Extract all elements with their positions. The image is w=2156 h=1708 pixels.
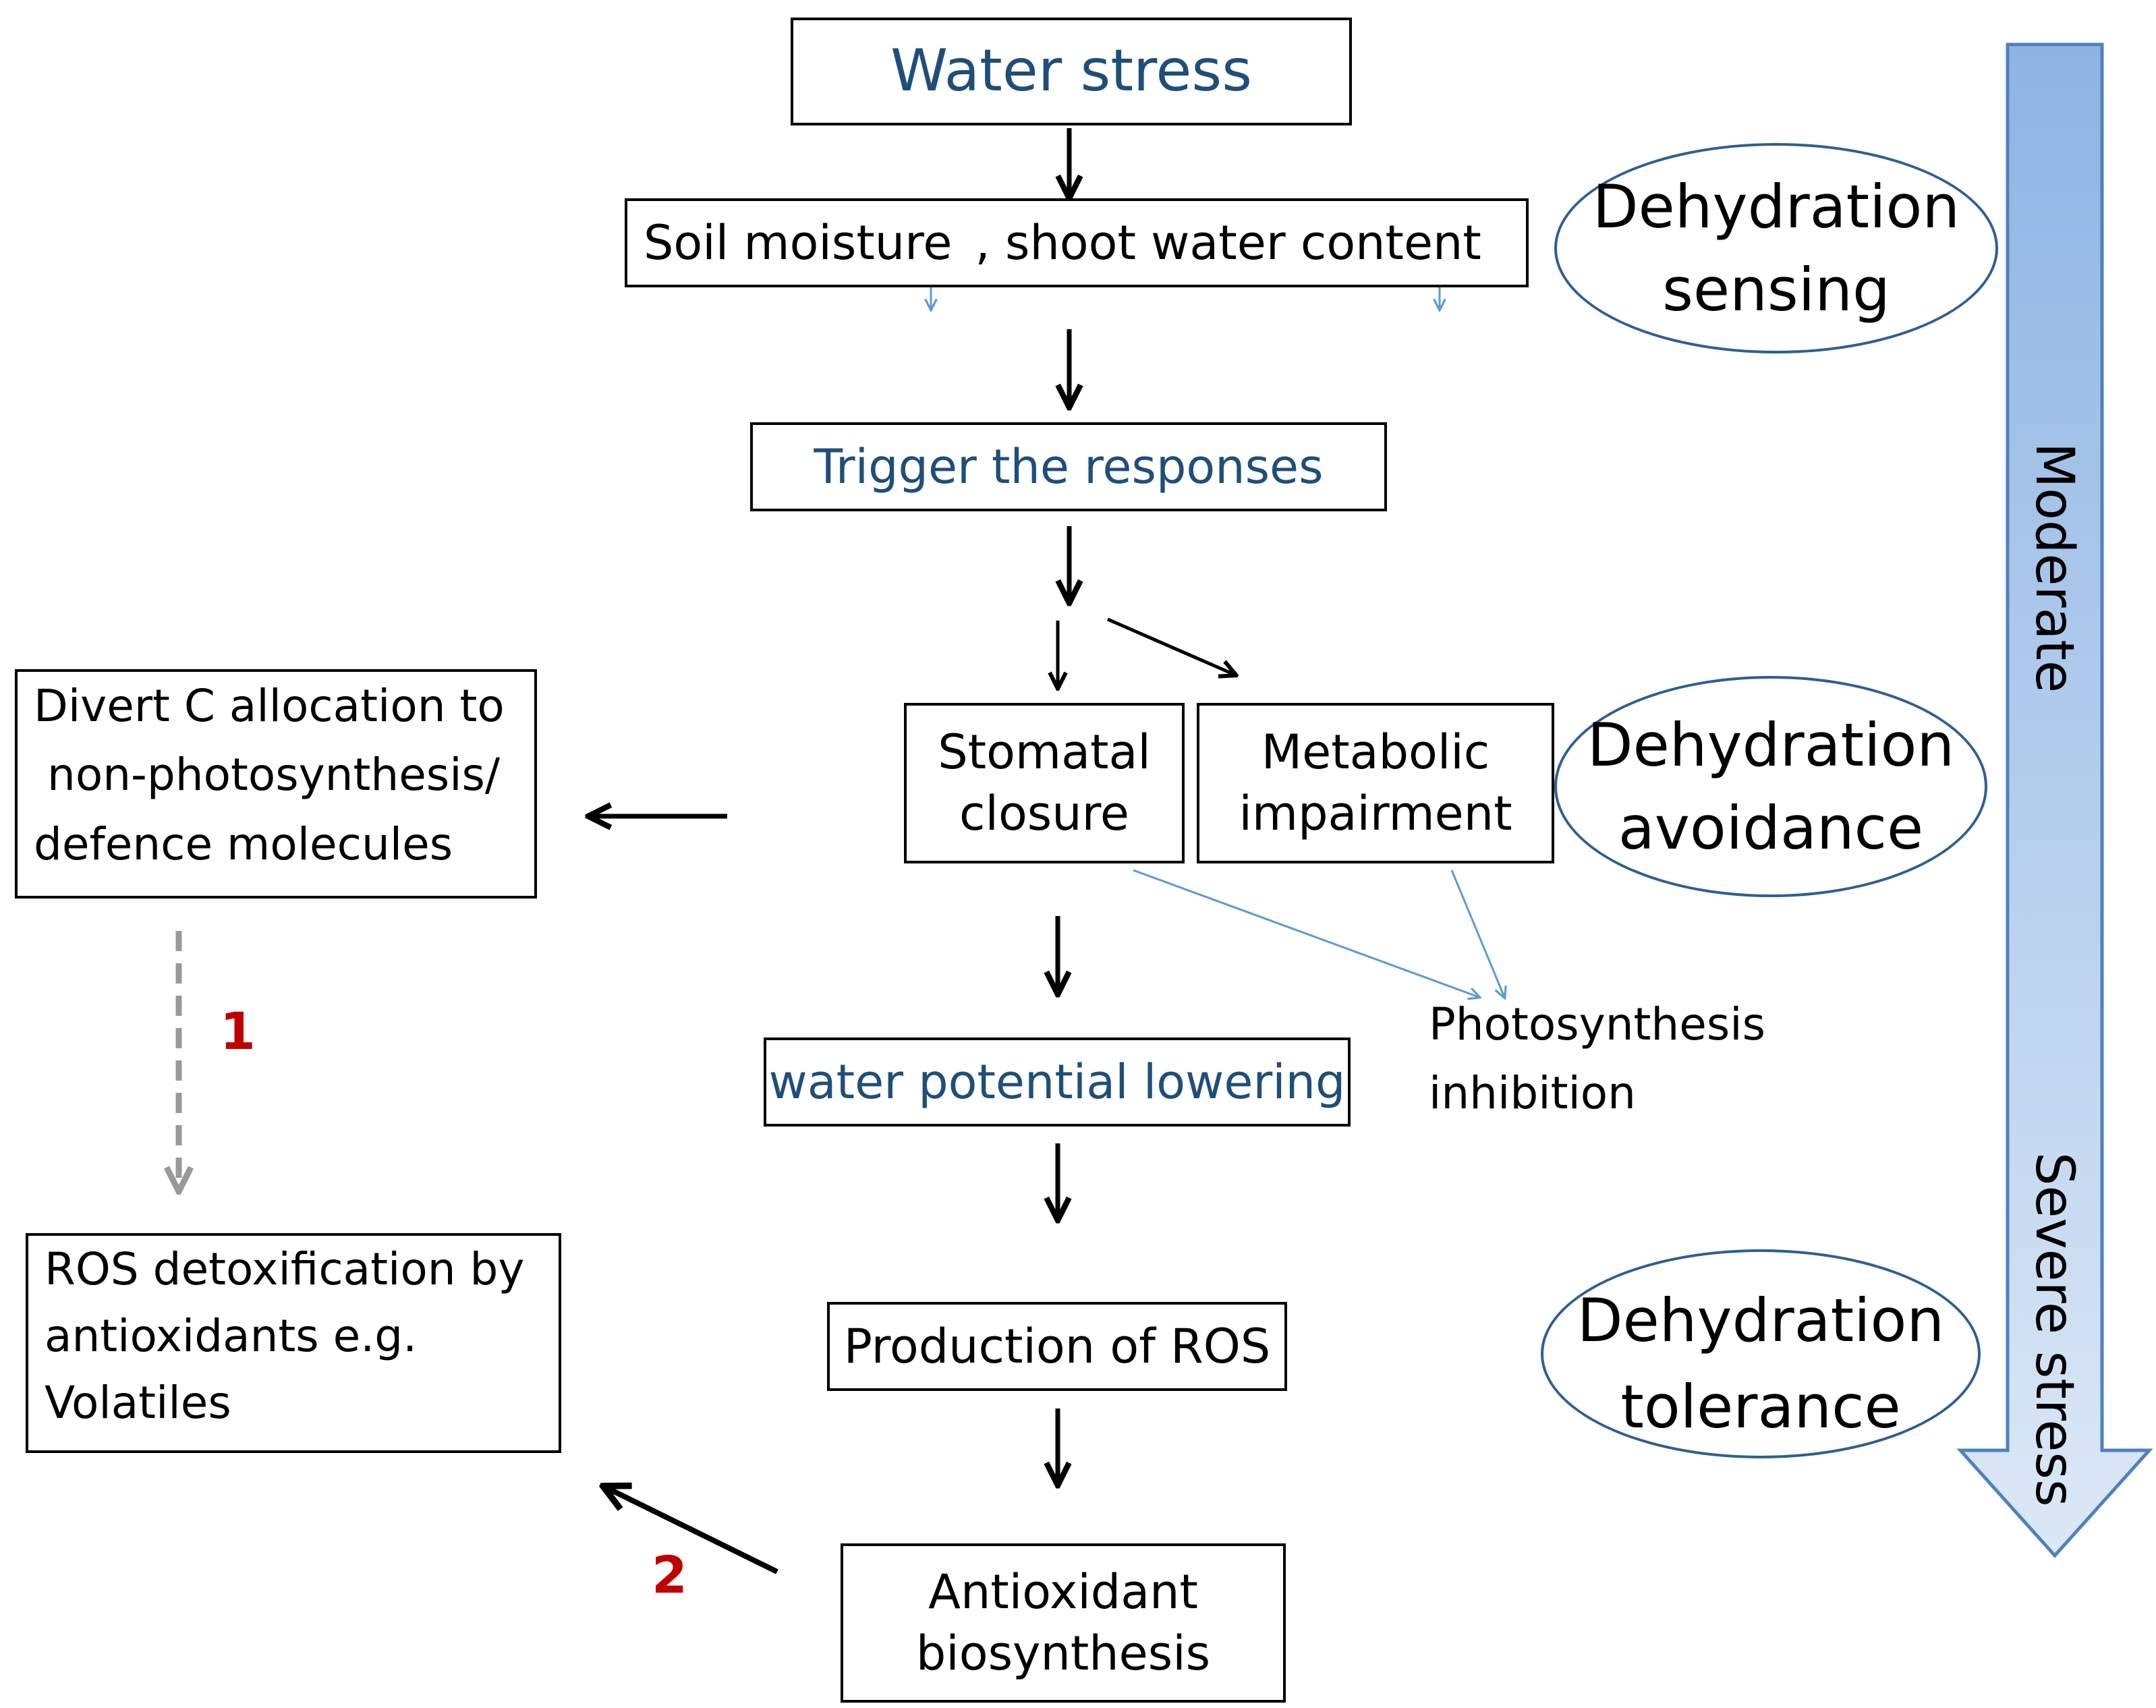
water-potential-box: water potential lowering — [764, 1037, 1351, 1127]
divert-line-3: defence molecules — [34, 818, 453, 870]
soil-moisture-label: Soil moisture — [644, 215, 953, 271]
arrow-to-ros-detox — [606, 1487, 778, 1574]
metabolic-impairment-box: Metabolic impairment — [1197, 703, 1554, 863]
avoidance-line-1: Dehydration — [1587, 710, 1955, 780]
arrow-to-metabolic — [1107, 617, 1235, 675]
production-ros-box: Production of ROS — [827, 1302, 1287, 1391]
dehydration-tolerance-oval: Dehydration tolerance — [1541, 1249, 1981, 1458]
ros-detox-line-1: ROS detoxification by — [45, 1243, 525, 1295]
moderate-label: Moderate — [2024, 443, 2084, 693]
stomatal-line-2: closure — [959, 786, 1129, 841]
trigger-responses-box: Trigger the responses — [750, 422, 1387, 511]
stomatal-closure-box: Stomatal closure — [904, 703, 1185, 863]
ros-detox-line-2: antioxidants e.g. — [45, 1310, 418, 1362]
photosynthesis-inhibition-label: Photosynthesis inhibition — [1429, 990, 1765, 1129]
antioxidant-biosynthesis-box: Antioxidant biosynthesis — [841, 1543, 1286, 1703]
ros-detoxification-box: ROS detoxification by antioxidants e.g. … — [26, 1233, 561, 1453]
dehydration-sensing-oval: Dehydration sensing — [1554, 143, 1998, 353]
stomatal-line-1: Stomatal — [938, 724, 1151, 780]
tolerance-line-2: tolerance — [1620, 1372, 1901, 1442]
divert-c-allocation-box: Divert C allocation to non-photosynthesi… — [15, 669, 537, 899]
thin-arrow-metabolic-to-photosynthesis — [1450, 870, 1504, 997]
production-ros-label: Production of ROS — [843, 1318, 1271, 1374]
dehydration-avoidance-oval: Dehydration avoidance — [1554, 676, 1987, 897]
water-stress-box: Water stress — [791, 18, 1352, 125]
metabolic-line-1: Metabolic — [1261, 724, 1490, 780]
divert-line-1: Divert C allocation to — [34, 680, 505, 732]
water-stress-label: Water stress — [890, 37, 1253, 105]
severe-stress-label: Severe stress — [2024, 1152, 2084, 1507]
sensing-line-1: Dehydration — [1592, 171, 1960, 241]
shoot-water-content-label: , shoot water content — [975, 215, 1481, 271]
path-number-1: 1 — [220, 1001, 256, 1061]
path-number-2: 2 — [652, 1545, 687, 1605]
divert-line-2: non-photosynthesis/ — [47, 749, 501, 801]
stress-gradient-arrow — [1956, 42, 2153, 1558]
sensing-line-2: sensing — [1662, 255, 1890, 324]
photosynthesis-line-1: Photosynthesis — [1429, 998, 1765, 1050]
antioxidant-line-1: Antioxidant — [928, 1564, 1198, 1620]
tolerance-line-1: Dehydration — [1577, 1286, 1945, 1356]
water-potential-label: water potential lowering — [768, 1054, 1346, 1110]
ros-detox-line-3: Volatiles — [45, 1377, 231, 1429]
antioxidant-line-2: biosynthesis — [915, 1626, 1211, 1681]
thin-arrow-stomatal-to-photosynthesis — [1133, 869, 1479, 997]
soil-moisture-box: Soil moisture , shoot water content — [625, 198, 1529, 287]
metabolic-line-2: impairment — [1239, 786, 1512, 841]
trigger-responses-label: Trigger the responses — [814, 438, 1324, 494]
photosynthesis-line-2: inhibition — [1429, 1067, 1636, 1120]
avoidance-line-2: avoidance — [1618, 793, 1924, 863]
